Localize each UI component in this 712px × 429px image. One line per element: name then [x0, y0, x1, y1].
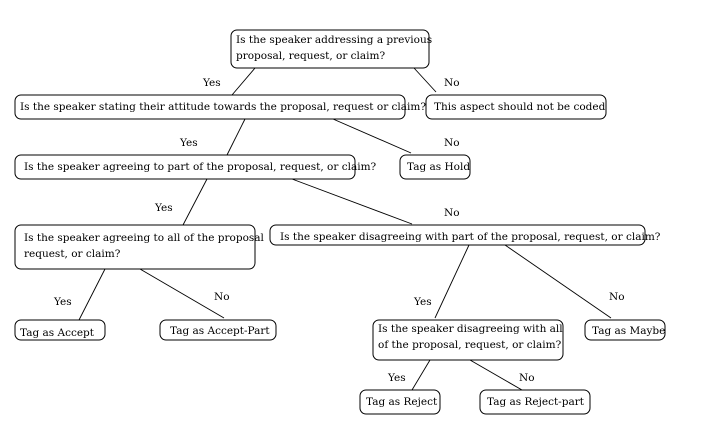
- node-q-disagree-all: Is the speaker disagreeing with all of th…: [372, 319, 564, 361]
- node-box: [425, 94, 607, 120]
- node-tag-accept: Tag as Accept: [14, 319, 106, 341]
- node-box: [230, 29, 430, 69]
- node-box: [584, 319, 666, 341]
- edge-label-no: No: [444, 207, 460, 219]
- edge-q-agree-all-to-tag-accept-part: [139, 268, 225, 319]
- node-box: [159, 319, 277, 341]
- node-box: [399, 154, 471, 180]
- node-q-attitude: Is the speaker stating their attitude to…: [14, 94, 426, 120]
- node-tag-maybe: Tag as Maybe: [584, 319, 666, 341]
- nodes-layer: Is the speaker addressing a previous prop…: [14, 29, 666, 415]
- node-box: [14, 319, 106, 341]
- edges-layer: [78, 67, 612, 391]
- edge-label-yes: Yes: [387, 372, 406, 384]
- edge-q-attitude-to-tag-hold: [332, 118, 412, 154]
- node-text-line: Is the speaker agreeing to all of the pr…: [24, 232, 265, 244]
- node-text-line: Tag as Accept-Part: [170, 325, 270, 337]
- node-box: [359, 389, 441, 415]
- edge-q-agree-all-to-tag-accept: [78, 268, 106, 321]
- edge-label-yes: Yes: [53, 296, 72, 308]
- node-text-line: Is the speaker disagreeing with all: [378, 323, 563, 335]
- node-text-line: of the proposal, request, or claim?: [378, 339, 562, 351]
- node-tag-hold: Tag as Hold: [399, 154, 471, 180]
- edge-q-disagree-part-to-tag-maybe: [504, 244, 612, 319]
- edge-label-no: No: [214, 291, 230, 303]
- node-text-line: request, or claim?: [24, 248, 121, 260]
- node-text-line: Tag as Reject-part: [487, 396, 585, 408]
- edge-q-addressing-to-not-coded: [413, 67, 437, 93]
- node-box: [372, 319, 564, 361]
- edge-label-no: No: [444, 77, 460, 89]
- node-text-line: Is the speaker stating their attitude to…: [20, 101, 426, 113]
- node-box: [14, 94, 406, 120]
- edge-label-no: No: [444, 137, 460, 149]
- node-box: [14, 224, 256, 270]
- node-q-disagree-part: Is the speaker disagreeing with part of …: [269, 224, 661, 246]
- node-tag-reject-part: Tag as Reject-part: [479, 389, 591, 415]
- node-text-line: proposal, request, or claim?: [236, 50, 385, 62]
- edge-q-addressing-to-q-attitude: [231, 67, 256, 96]
- node-tag-reject: Tag as Reject: [359, 389, 441, 415]
- node-box: [479, 389, 591, 415]
- node-text-line: Is the speaker disagreeing with part of …: [280, 231, 661, 243]
- edge-q-agree-part-to-q-agree-all: [182, 178, 208, 226]
- node-q-agree-part: Is the speaker agreeing to part of the p…: [14, 154, 377, 180]
- node-text-line: Tag as Accept: [20, 327, 95, 339]
- edge-label-yes: Yes: [154, 202, 173, 214]
- node-q-addressing: Is the speaker addressing a previous prop…: [230, 29, 432, 69]
- edge-q-disagree-part-to-q-disagree-all: [434, 244, 470, 319]
- edge-label-no: No: [609, 291, 625, 303]
- node-tag-accept-part: Tag as Accept-Part: [159, 319, 277, 341]
- edge-q-disagree-all-to-tag-reject: [411, 359, 431, 391]
- node-text-line: Tag as Reject: [366, 396, 438, 408]
- node-text-line: Tag as Hold: [407, 161, 470, 173]
- edge-label-yes: Yes: [179, 137, 198, 149]
- node-text-line: This aspect should not be coded: [434, 101, 606, 113]
- edge-label-no: No: [519, 372, 535, 384]
- edge-q-disagree-all-to-tag-reject-part: [469, 359, 523, 391]
- node-q-agree-all: Is the speaker agreeing to all of the pr…: [14, 224, 265, 270]
- edge-q-attitude-to-q-agree-part: [226, 118, 246, 156]
- node-box: [14, 154, 356, 180]
- node-text-line: Is the speaker agreeing to part of the p…: [24, 161, 377, 173]
- node-text-line: Is the speaker addressing a previous: [236, 34, 432, 46]
- edge-label-yes: Yes: [202, 77, 221, 89]
- node-not-coded: This aspect should not be coded: [425, 94, 607, 120]
- node-text-line: Tag as Maybe: [592, 325, 665, 337]
- edge-label-yes: Yes: [413, 296, 432, 308]
- node-box: [269, 224, 646, 246]
- edge-q-agree-part-to-q-disagree-part: [291, 178, 413, 225]
